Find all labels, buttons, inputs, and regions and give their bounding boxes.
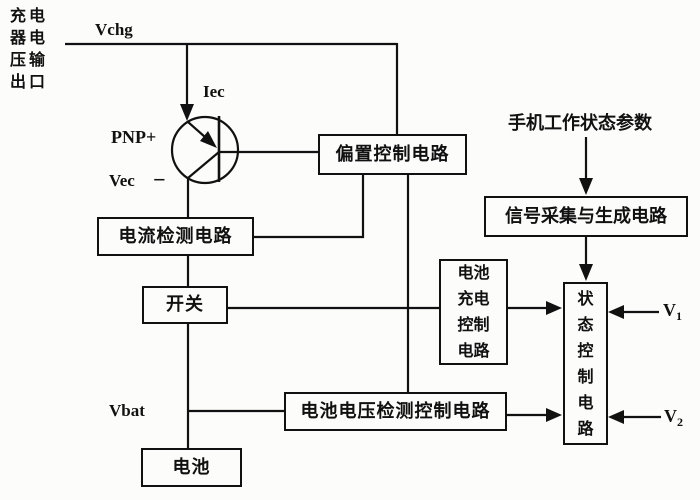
label-minus-sign: − bbox=[153, 167, 166, 192]
label-v1: V1 bbox=[663, 300, 682, 324]
arrowhead-v2-to-status bbox=[608, 410, 624, 424]
block-battery: 电池 bbox=[141, 448, 242, 487]
label-phone-working-status-params: 手机工作状态参数 bbox=[508, 113, 652, 134]
label-charger-voltage-outlet: 充电 器电 压输 出口 bbox=[10, 6, 49, 91]
block-current-detect-circuit: 电流检测电路 bbox=[97, 217, 254, 256]
block-switch: 开关 bbox=[142, 286, 228, 324]
transistor-circle bbox=[170, 115, 240, 185]
arrowhead-charge-to-status bbox=[546, 301, 562, 315]
wire-current-to-bias bbox=[252, 175, 365, 239]
arrowhead-v1-to-status bbox=[608, 305, 624, 319]
arrowhead-into-transistor bbox=[180, 104, 194, 121]
label-v2-base: V bbox=[664, 406, 677, 426]
transistor-emitter bbox=[187, 121, 206, 138]
arrowhead-params-to-signal bbox=[579, 178, 593, 195]
block-battery-charge-control-circuit: 电池 充电 控制 电路 bbox=[439, 259, 508, 365]
label-pnp-plus: PNP+ bbox=[111, 127, 157, 147]
arrowhead-emitter bbox=[200, 131, 217, 148]
block-battery-voltage-detect-circuit: 电池电压检测控制电路 bbox=[284, 392, 507, 431]
block-signal-acquisition-circuit: 信号采集与生成电路 bbox=[484, 196, 688, 237]
label-v1-subscript: 1 bbox=[676, 309, 682, 323]
arrowhead-vdetect-to-status bbox=[546, 408, 562, 422]
label-vec: Vec bbox=[109, 171, 135, 190]
label-v1-base: V bbox=[663, 300, 676, 320]
label-v2: V2 bbox=[664, 406, 683, 430]
label-iec: Iec bbox=[203, 82, 225, 101]
block-bias-control-circuit: 偏置控制电路 bbox=[318, 134, 467, 175]
label-vchg: Vchg bbox=[95, 20, 133, 39]
block-status-control-circuit: 状 态 控 制 电 路 bbox=[563, 282, 608, 445]
transistor-collector bbox=[187, 151, 220, 179]
label-v2-subscript: 2 bbox=[677, 415, 683, 429]
label-vbat: Vbat bbox=[109, 401, 145, 420]
arrowhead-signal-to-status bbox=[579, 264, 593, 281]
